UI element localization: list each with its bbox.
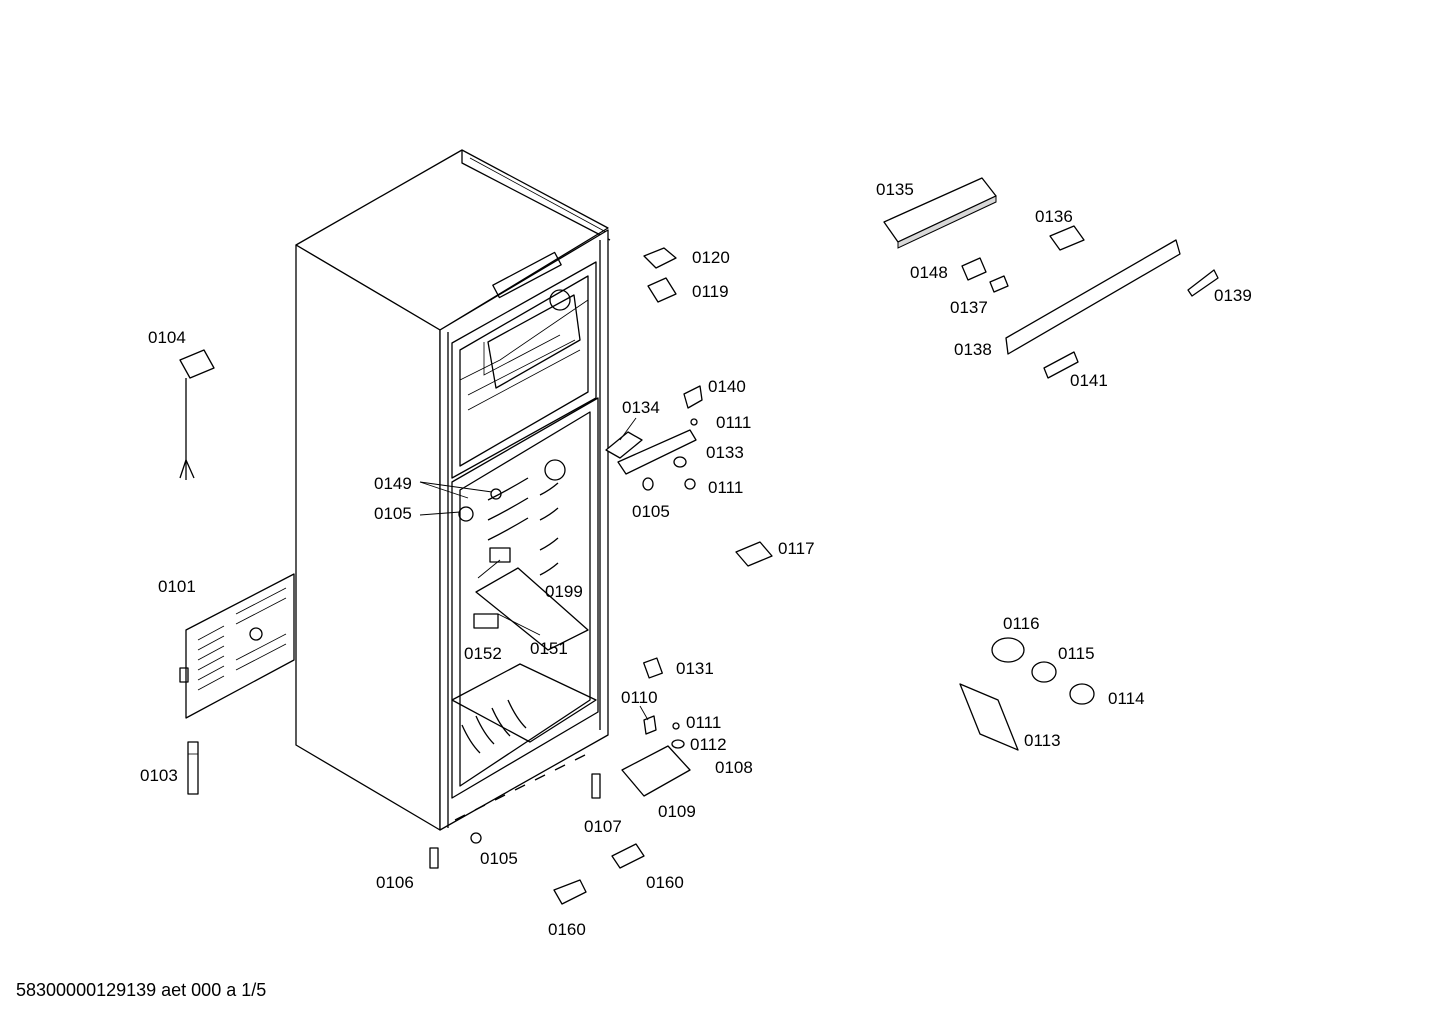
label-0152: 0152 [464,644,502,663]
label-0114: 0114 [1108,689,1145,708]
label-0103: 0103 [140,766,178,785]
label-0117: 0117 [778,539,815,558]
control-panel-parts [883,177,1219,379]
label-0133: 0133 [706,443,744,462]
label-0106: 0106 [376,873,414,892]
label-0141: 0141 [1070,371,1108,390]
label-0151: 0151 [530,639,568,658]
label-0131: 0131 [676,659,714,678]
label-0136: 0136 [1035,207,1073,226]
label-0148: 0148 [910,263,948,282]
label-0105: 0105 [632,502,670,521]
label-0116: 0116 [1003,614,1040,633]
label-0111: 0111 [716,413,751,432]
label-0105: 0105 [374,504,412,523]
label-0134: 0134 [622,398,660,417]
part-labels: 0104 0101 0103 0120 0119 0140 0134 0111 … [140,180,1252,939]
label-0105: 0105 [480,849,518,868]
lamp-parts [959,637,1095,751]
label-0101: 0101 [158,577,196,596]
label-0139: 0139 [1214,286,1252,305]
label-0135: 0135 [876,180,914,199]
label-0111: 0111 [686,713,721,732]
document-code: 58300000129139 aet 000 a 1/5 [16,980,267,1000]
condenser-grille-part [179,573,295,719]
label-0138: 0138 [954,340,992,359]
label-0119: 0119 [692,282,729,301]
label-0111: 0111 [708,478,743,497]
label-0160: 0160 [548,920,586,939]
refrigerator-cabinet [295,149,611,831]
label-0109: 0109 [658,802,696,821]
power-cord-part [179,349,215,480]
drain-tube-part [187,741,199,795]
label-0110: 0110 [621,688,658,707]
label-0160: 0160 [646,873,684,892]
label-0108: 0108 [715,758,753,777]
label-0199: 0199 [545,582,583,601]
label-0112: 0112 [690,735,727,754]
label-0149: 0149 [374,474,412,493]
label-0137: 0137 [950,298,988,317]
leader-lines [419,417,649,721]
label-0115: 0115 [1058,644,1095,663]
small-mid-parts [429,247,773,905]
label-0120: 0120 [692,248,730,267]
label-0140: 0140 [708,377,746,396]
label-0107: 0107 [584,817,622,836]
label-0104: 0104 [148,328,186,347]
label-0113: 0113 [1024,731,1061,750]
